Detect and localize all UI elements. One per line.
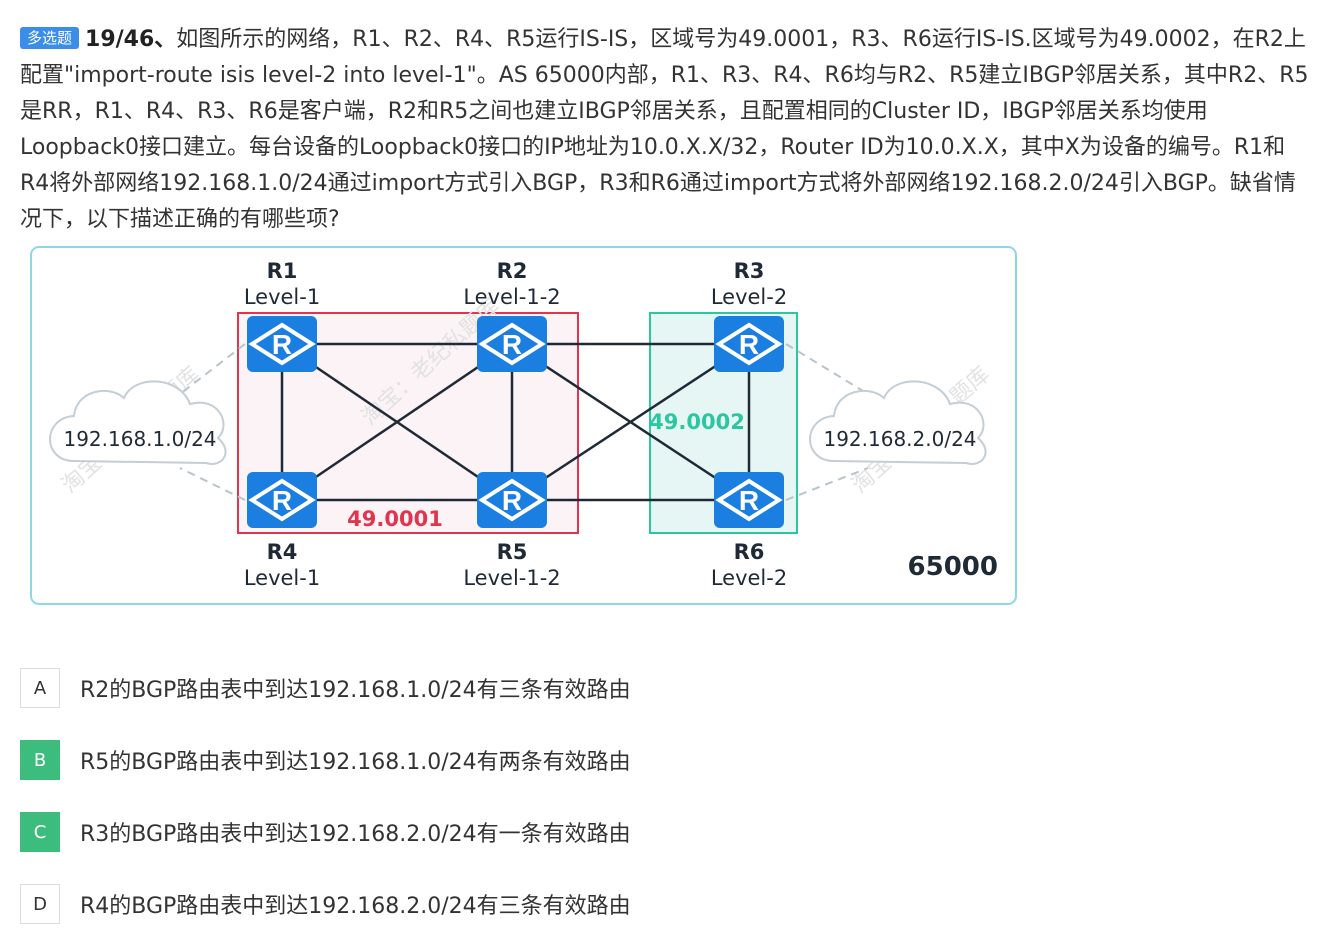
- router-name: R4: [267, 540, 298, 564]
- network-right-label: 192.168.2.0/24: [823, 427, 976, 451]
- option-letter[interactable]: B: [20, 740, 60, 780]
- router-level: Level-1: [244, 566, 320, 590]
- option-a[interactable]: A R2的BGP路由表中到达192.168.1.0/24有三条有效路由: [20, 667, 631, 709]
- network-topology-figure: R 淘宝：老纪私题库 淘宝：老纪私题库 淘宝：老纪私题库 192.168.1.0…: [30, 246, 1017, 605]
- cloud-right-shape: [809, 380, 987, 465]
- router-r2: R2 Level-1-2: [463, 259, 561, 374]
- option-d[interactable]: D R4的BGP路由表中到达192.168.2.0/24有三条有效路由: [20, 883, 631, 925]
- router-level: Level-1: [244, 285, 320, 309]
- router-name: R6: [734, 540, 765, 564]
- topology-diagram: R 淘宝：老纪私题库 淘宝：老纪私题库 淘宝：老纪私题库 192.168.1.0…: [30, 246, 1017, 605]
- link-r3-r5: [511, 342, 750, 502]
- router-name: R5: [497, 540, 528, 564]
- dashed-link-r3-cloud: [785, 343, 869, 395]
- area-49-0002-label: 49.0002: [649, 410, 745, 434]
- option-letter[interactable]: D: [20, 884, 60, 924]
- option-letter[interactable]: C: [20, 812, 60, 852]
- cloud-left-shape: [49, 380, 227, 465]
- router-r6: R6 Level-2: [711, 470, 787, 590]
- area-49-0001-label: 49.0001: [347, 507, 443, 531]
- router-name: R2: [497, 259, 528, 283]
- option-text[interactable]: R3的BGP路由表中到达192.168.2.0/24有一条有效路由: [80, 822, 631, 847]
- router-level: Level-2: [711, 566, 787, 590]
- router-icon: [712, 314, 786, 374]
- router-icon: [245, 470, 319, 530]
- router-level: Level-2: [711, 285, 787, 309]
- question-type-badge: 多选题: [20, 27, 80, 49]
- question-number-separator: 、: [154, 27, 177, 52]
- router-r3: R3 Level-2: [711, 259, 787, 374]
- router-name: R3: [734, 259, 765, 283]
- as-number-label: 65000: [908, 552, 998, 582]
- question-number: 19/46: [85, 27, 155, 52]
- router-level: Level-1-2: [463, 566, 560, 590]
- router-icon: [245, 314, 319, 374]
- router-r5: R5 Level-1-2: [463, 470, 561, 590]
- router-icon: [712, 470, 786, 530]
- option-text[interactable]: R5的BGP路由表中到达192.168.1.0/24有两条有效路由: [80, 750, 631, 775]
- dashed-link-r6-cloud: [785, 467, 869, 501]
- question-text: 如图所示的网络，R1、R2、R4、R5运行IS-IS，区域号为49.0001，R…: [20, 27, 1309, 232]
- router-r4: R4 Level-1: [244, 470, 320, 590]
- option-text[interactable]: R2的BGP路由表中到达192.168.1.0/24有三条有效路由: [80, 678, 631, 703]
- router-name: R1: [267, 259, 298, 283]
- network-left-label: 192.168.1.0/24: [63, 427, 216, 451]
- router-icon: [475, 470, 549, 530]
- option-text[interactable]: R4的BGP路由表中到达192.168.2.0/24有三条有效路由: [80, 894, 631, 919]
- dashed-link-r4-cloud: [179, 467, 246, 501]
- router-icon: [475, 314, 549, 374]
- option-b[interactable]: B R5的BGP路由表中到达192.168.1.0/24有两条有效路由: [20, 739, 631, 781]
- router-r1: R1 Level-1: [244, 259, 320, 374]
- option-letter[interactable]: A: [20, 668, 60, 708]
- option-c[interactable]: C R3的BGP路由表中到达192.168.2.0/24有一条有效路由: [20, 811, 631, 853]
- link-r2-r4: [281, 342, 513, 502]
- router-level: Level-1-2: [463, 285, 560, 309]
